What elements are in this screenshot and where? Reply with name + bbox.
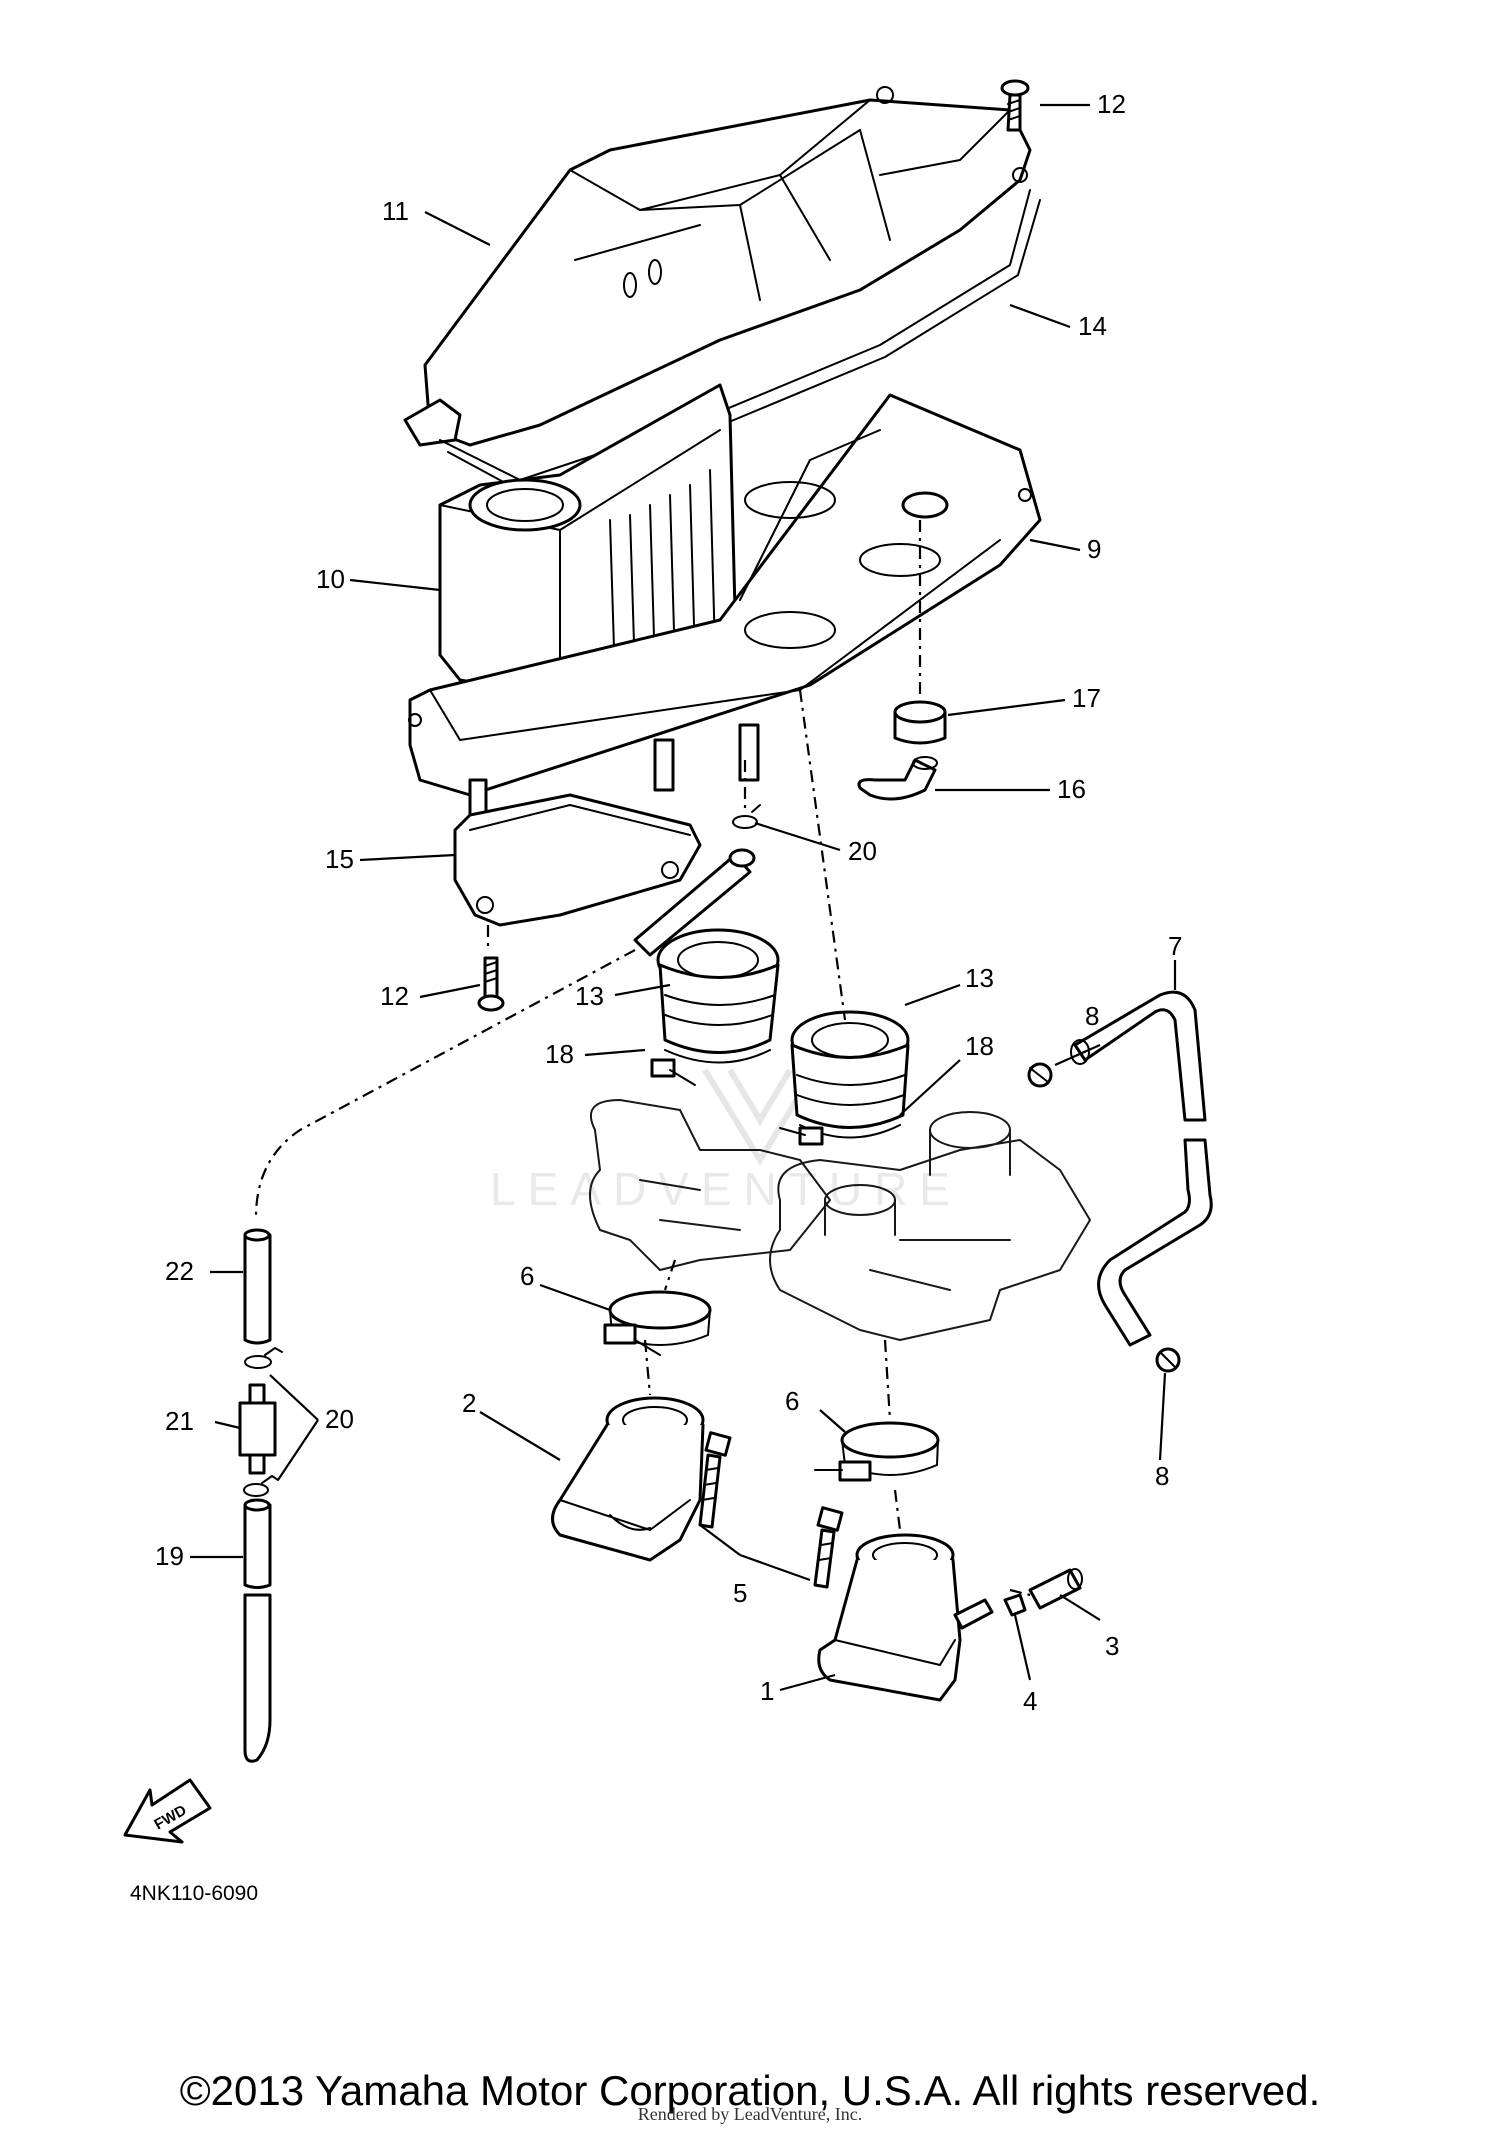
callout-15: 15: [325, 844, 354, 874]
callout-13b: 13: [965, 963, 994, 993]
callout-4: 4: [1023, 1686, 1037, 1716]
fuel-filter-part-21: [238, 1383, 277, 1475]
intake-joint-part-1: [817, 1533, 994, 1702]
carburetor-joint-part-left: [656, 928, 780, 1054]
callout-12b: 12: [380, 981, 409, 1011]
callout-labels: 1 2 3 4 5 6 6 7 8 8 9 10 11 12 12 13 13 …: [155, 89, 1182, 1716]
carburetor-joint-part-right: [790, 1010, 910, 1129]
callout-5: 5: [733, 1578, 747, 1608]
callout-11: 11: [382, 196, 409, 226]
clip-part-4: [1003, 1593, 1027, 1617]
callout-12a: 12: [1097, 89, 1126, 119]
callout-2: 2: [462, 1388, 476, 1418]
band-part-left: [603, 1290, 712, 1356]
breather-hose-part: [1070, 990, 1213, 1347]
screw-part-top: [1000, 79, 1030, 132]
clip-part-20-upper: [244, 1347, 283, 1369]
bolt-part-lower: [813, 1506, 844, 1589]
callout-1: 1: [760, 1676, 774, 1706]
copyright-notice: ©2013 Yamaha Motor Corporation, U.S.A. A…: [179, 2067, 1321, 2114]
callout-8a: 8: [1085, 1001, 1099, 1031]
bolt-part-upper: [698, 1431, 732, 1529]
watermark-text: LEADVENTURE: [490, 1163, 962, 1215]
fwd-arrow-icon: FWD: [123, 1778, 212, 1844]
clamp-part-lower: [779, 1124, 901, 1146]
hose-clamp-part-upper: [1027, 1062, 1053, 1088]
hose-part-19: [243, 1498, 272, 1763]
breather-tube-upper-part: [633, 848, 756, 957]
alignment-lines: [254, 520, 1031, 1597]
callout-10: 10: [316, 564, 345, 594]
callout-14: 14: [1078, 311, 1107, 341]
callout-17: 17: [1072, 683, 1101, 713]
clip-part-20-lower: [243, 1475, 279, 1497]
callout-19: 19: [155, 1541, 184, 1571]
callout-8b: 8: [1155, 1461, 1169, 1491]
clamp-part-upper: [650, 1049, 771, 1086]
intake-joint-part-2: [551, 1396, 705, 1562]
callout-7: 7: [1168, 931, 1182, 961]
part-code-label: 4NK110-6090: [130, 1882, 258, 1905]
elbow-hose-part: [857, 756, 938, 801]
tube-part-3: [1028, 1568, 1083, 1610]
carburetor-assembly-part: [589, 1099, 1091, 1341]
callout-20a: 20: [848, 836, 877, 866]
callout-18b: 18: [965, 1031, 994, 1061]
air-box-cover-part: [403, 86, 1032, 447]
clip-part-upper: [732, 804, 761, 829]
air-box-case-part: [408, 393, 1042, 817]
rendered-by-notice: Rendered by LeadVenture, Inc.: [637, 2104, 863, 2124]
callout-20b: 20: [325, 1404, 354, 1434]
bracket-part: [453, 793, 702, 927]
callout-3: 3: [1105, 1631, 1119, 1661]
hose-part-22: [243, 1228, 272, 1345]
band-part-right: [814, 1421, 940, 1482]
callout-21: 21: [165, 1406, 194, 1436]
screw-part-bottom: [477, 956, 505, 1012]
callout-22: 22: [165, 1256, 194, 1286]
callout-16: 16: [1057, 774, 1086, 804]
callout-13a: 13: [575, 981, 604, 1011]
air-filter-element-part: [438, 383, 737, 692]
hose-clamp-part-lower: [1155, 1347, 1181, 1373]
leader-lines: [190, 103, 1177, 1692]
callout-9: 9: [1087, 534, 1101, 564]
callout-6b: 6: [785, 1386, 799, 1416]
grommet-part: [893, 700, 947, 745]
callout-6a: 6: [520, 1261, 534, 1291]
callout-18a: 18: [545, 1039, 574, 1069]
